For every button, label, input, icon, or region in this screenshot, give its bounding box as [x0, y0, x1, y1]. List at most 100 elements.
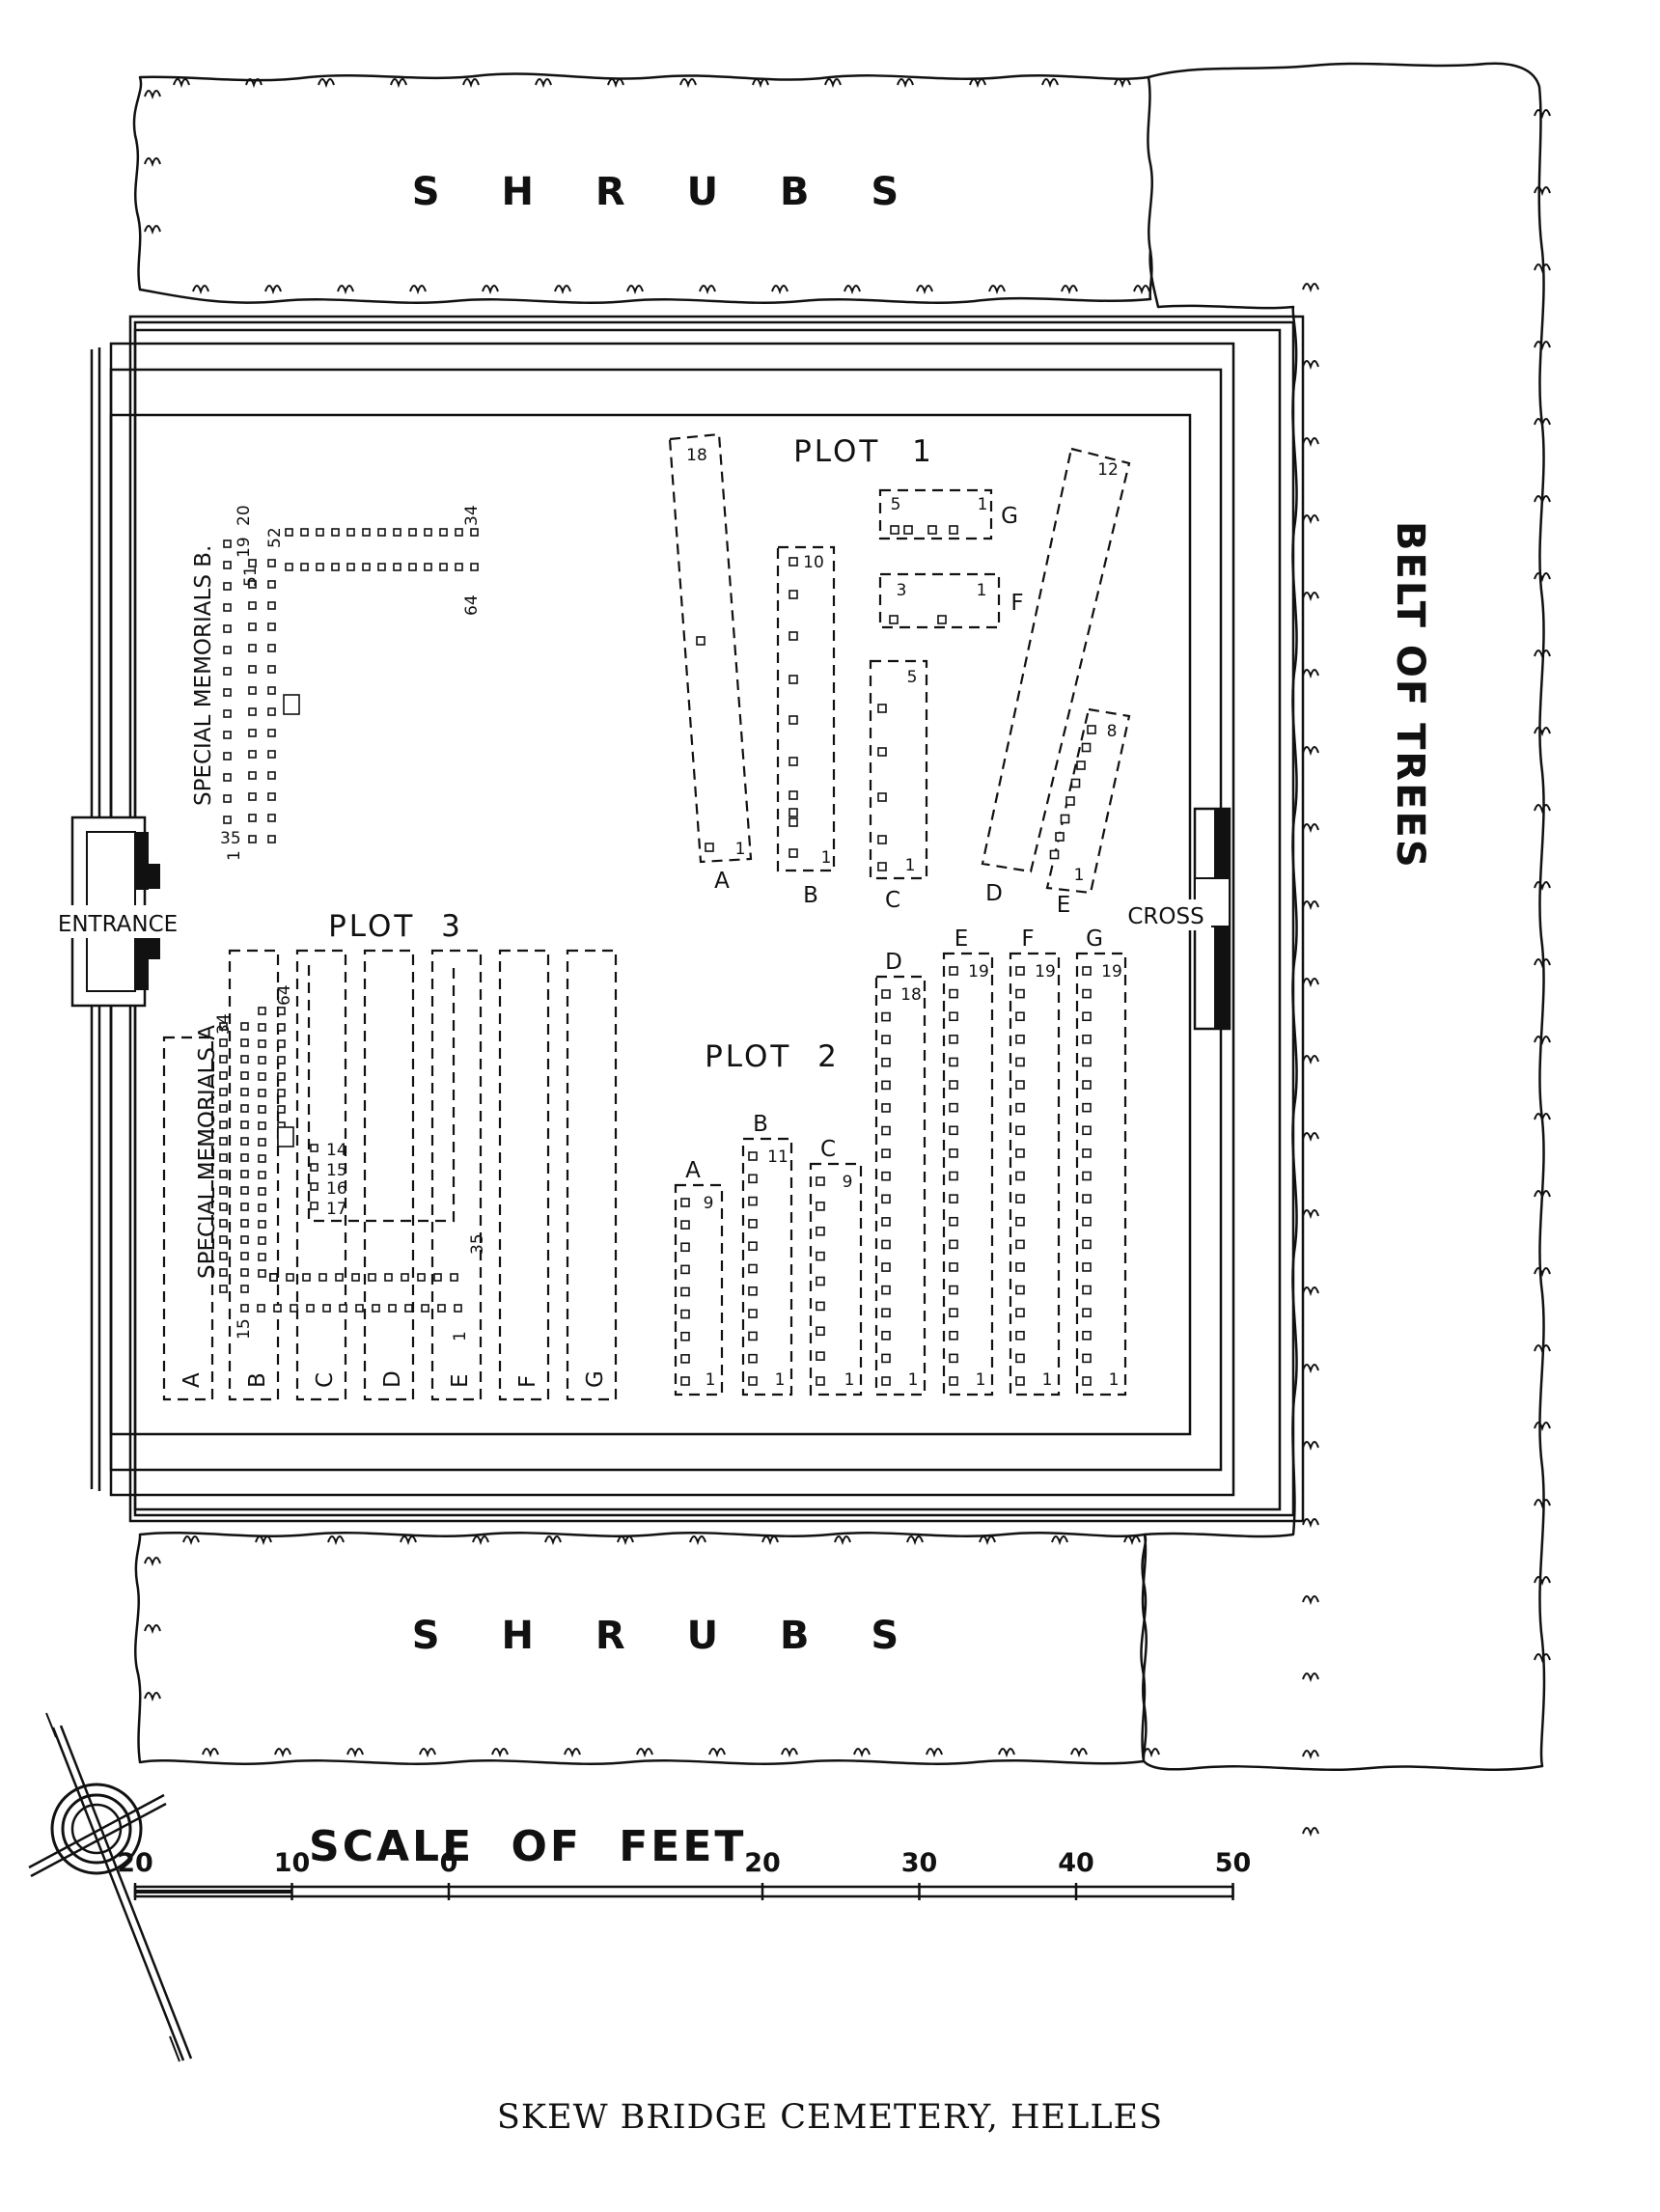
grave-marker [949, 1285, 958, 1295]
cross-label: CROSS [1127, 904, 1204, 929]
plot-3-row-e[interactable]: E [430, 949, 483, 1401]
shrub-tuft [1302, 283, 1319, 293]
grave-marker [310, 1144, 318, 1152]
entrance-gate[interactable]: ENTRANCE [39, 816, 198, 1008]
shrub-tuft [1114, 78, 1131, 89]
plot-3-row-label: B [245, 1372, 270, 1388]
grave-marker [267, 559, 276, 567]
plot-1-row-e[interactable]: 8 1 E [1045, 707, 1131, 918]
grave-marker [257, 1304, 265, 1313]
plot-3-row-b[interactable]: B [228, 949, 280, 1401]
plot-3-row-g[interactable]: G [566, 949, 618, 1401]
plot-3-row-c[interactable]: C [295, 949, 347, 1401]
grave-marker [258, 1236, 266, 1245]
shrub-tuft [1302, 1286, 1319, 1297]
shrub-tuft [1051, 1535, 1068, 1546]
plot-3-row-f[interactable]: F [498, 949, 550, 1401]
plot-1-row-c[interactable]: 5 1 C [869, 659, 928, 913]
plot-1-row-a[interactable]: 18 1 A [668, 432, 753, 894]
shrub-tuft [535, 78, 552, 89]
special-memorials-b[interactable]: SPECIAL MEMORIALS B. 20 19 34 52 51 64 1… [191, 505, 482, 861]
grave-marker [316, 563, 324, 571]
grave-marker [470, 528, 479, 537]
grave-marker [1082, 966, 1092, 976]
scale-tick-label: 20 [117, 1848, 153, 1878]
grave-marker [267, 835, 276, 843]
grave-marker [748, 1286, 758, 1296]
shrub-tuft [1302, 1132, 1319, 1143]
grave-marker [240, 1022, 249, 1031]
grave-marker [267, 814, 276, 822]
grave-marker [1015, 1216, 1025, 1227]
shrub-tuft [390, 78, 407, 89]
plot-3-row-a[interactable]: A [162, 1036, 214, 1401]
grave-marker [267, 580, 276, 589]
grave-marker [258, 1023, 266, 1032]
grave-marker [1082, 1035, 1092, 1044]
plot-1-row-d[interactable]: 12 D [981, 447, 1131, 906]
grave-marker [258, 1072, 266, 1081]
grave-marker [310, 1202, 318, 1210]
grave-marker [949, 1102, 958, 1113]
grave-marker [248, 686, 257, 695]
plot-2-row-a[interactable]: A91 [674, 1158, 724, 1396]
shrub-tuft [1534, 263, 1551, 274]
grave-marker [355, 1304, 364, 1313]
plot-1-row-g[interactable]: 5 1 G [878, 488, 1018, 540]
grave-marker [949, 1376, 958, 1386]
grave-marker [351, 1273, 360, 1282]
grave-marker [1082, 1080, 1092, 1090]
cross-of-sacrifice[interactable]: CROSS [1120, 807, 1231, 1031]
shrub-tuft [1302, 746, 1319, 757]
grave-marker [384, 1273, 393, 1282]
grave-marker [368, 1273, 376, 1282]
grave-marker [417, 1273, 426, 1282]
shrub-tuft [554, 285, 571, 295]
grave-marker [273, 1304, 282, 1313]
grave-marker [362, 563, 371, 571]
grave-marker [285, 528, 293, 537]
grave-marker [877, 747, 887, 757]
grave-marker [240, 1252, 249, 1260]
shrub-tuft [202, 1748, 219, 1758]
shrub-tuft [264, 285, 282, 295]
shrub-tuft [346, 1748, 364, 1758]
plot-1-row-f[interactable]: 3 1 F [878, 572, 1024, 629]
shrub-tuft [144, 1557, 161, 1567]
grave-marker [346, 528, 355, 537]
grave-marker [949, 1148, 958, 1158]
grave-marker [877, 792, 887, 802]
grave-marker [223, 773, 232, 782]
grave-marker [877, 835, 887, 844]
grave-marker [248, 580, 257, 589]
grave-marker [223, 582, 232, 591]
special-memorials-b-title: SPECIAL MEMORIALS B. [191, 545, 216, 806]
grave-marker [788, 590, 798, 599]
shrub-tuft [1302, 1750, 1319, 1760]
shrub-tuft [708, 1748, 726, 1758]
shrub-tuft [1534, 881, 1551, 892]
grave-marker [277, 1039, 286, 1048]
grave-marker [219, 1235, 228, 1244]
plot-2-row-c[interactable]: C91 [809, 1137, 863, 1396]
shrub-tuft [761, 1535, 779, 1546]
shrub-tuft [636, 1748, 653, 1758]
grave-marker [816, 1376, 825, 1386]
shrub-tuft [699, 285, 716, 295]
plot-3-row-d[interactable]: D [363, 949, 415, 1401]
smb-number-20: 20 [235, 505, 254, 526]
grave-marker [219, 1203, 228, 1211]
special-memorials-a[interactable]: SPECIAL MEMORIALS A 34 64 35 15 1 14 15 … [195, 984, 487, 1341]
grave-marker [748, 1241, 758, 1251]
shrub-tuft [1534, 572, 1551, 583]
grave-marker [248, 622, 257, 631]
plot-1-row-b[interactable]: 10 1 B [776, 545, 836, 908]
shrub-tuft [1302, 360, 1319, 371]
smb-number-51: 51 [241, 566, 261, 587]
grave-marker [248, 729, 257, 737]
